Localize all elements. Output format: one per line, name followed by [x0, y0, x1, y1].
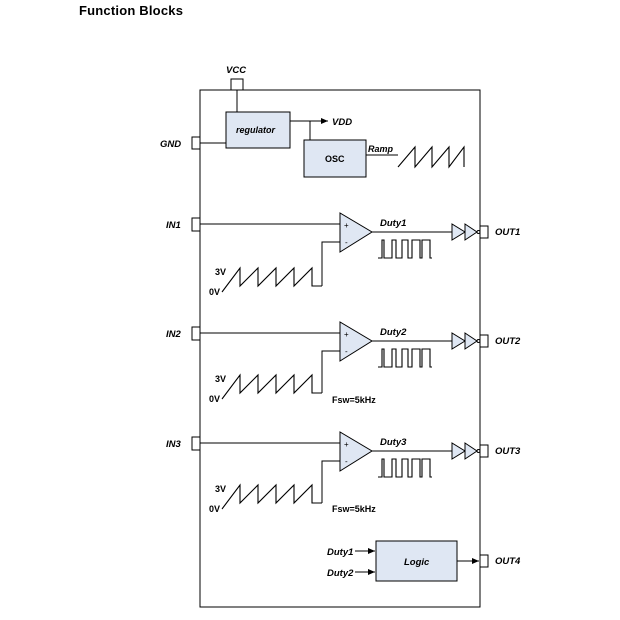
gnd-pin [191, 136, 201, 150]
out2-label: OUT2 [495, 336, 521, 347]
out4-pin [479, 554, 489, 568]
buffer-1a [451, 223, 466, 241]
comparator-2 [339, 321, 373, 362]
pwm-waveform-2 [378, 348, 432, 368]
buffer-2b [464, 332, 478, 350]
out1-pin [479, 225, 489, 239]
vcc-pin [230, 78, 244, 91]
triangle-ramp-1 [221, 266, 322, 293]
vdd-label: VDD [332, 117, 352, 128]
in1-pin [191, 217, 201, 232]
duty2-label: Duty2 [380, 327, 407, 338]
out4-label: OUT4 [495, 556, 521, 567]
logic-block [375, 540, 458, 582]
out1-label: OUT1 [495, 227, 520, 238]
out3-label: OUT3 [495, 446, 521, 457]
gnd-label: GND [160, 139, 181, 150]
buffer-3b [464, 442, 478, 460]
regulator-label: regulator [236, 125, 276, 135]
pwm-waveform-3 [378, 458, 432, 478]
ramp-low-label: 0V [209, 394, 220, 404]
logic-input-duty2-label: Duty2 [327, 568, 354, 579]
buffer-2a [451, 332, 466, 350]
duty1-label: Duty1 [380, 218, 406, 229]
minus-sign: - [345, 347, 348, 356]
ramp-low-label: 0V [209, 504, 220, 514]
minus-sign: - [345, 457, 348, 466]
vcc-label: VCC [226, 65, 246, 76]
channel-3: IN3 + - 3V 0V Fsw=5kHz Duty3 OUT3 [166, 431, 521, 514]
ramp-high-label: 3V [215, 267, 226, 277]
ramp-low-label: 0V [209, 287, 220, 297]
ramp-waveform [397, 145, 465, 169]
regulator-block [225, 111, 291, 149]
ramp-high-label: 3V [215, 484, 226, 494]
in3-label: IN3 [166, 439, 182, 450]
osc-block [303, 139, 367, 178]
triangle-ramp-2 [221, 373, 322, 400]
osc-label: OSC [325, 154, 345, 164]
channel-1: IN1 + - 3V 0V Duty1 OUT1 [166, 212, 520, 297]
fsw-label: Fsw=5kHz [332, 504, 376, 514]
buffer-1b [464, 223, 478, 241]
page-title: Function Blocks [79, 3, 184, 18]
plus-sign: + [344, 440, 349, 449]
in1-label: IN1 [166, 220, 181, 231]
comparator-3 [339, 431, 373, 472]
buffer-3a [451, 442, 466, 460]
comparator-1 [339, 212, 373, 253]
logic-input-duty1-label: Duty1 [327, 547, 353, 558]
ramp-high-label: 3V [215, 374, 226, 384]
in3-pin [191, 436, 201, 451]
plus-sign: + [344, 330, 349, 339]
fsw-label: Fsw=5kHz [332, 395, 376, 405]
duty3-label: Duty3 [380, 437, 407, 448]
channel-2: IN2 + - 3V 0V Fsw=5kHz Duty2 OUT2 [166, 321, 521, 405]
out2-pin [479, 334, 489, 348]
ramp-label: Ramp [368, 144, 394, 154]
in2-label: IN2 [166, 329, 182, 340]
plus-sign: + [344, 221, 349, 230]
pwm-waveform-1 [378, 239, 432, 259]
triangle-ramp-3 [221, 483, 322, 510]
out3-pin [479, 444, 489, 458]
in2-pin [191, 326, 201, 341]
minus-sign: - [345, 238, 348, 247]
logic-label: Logic [404, 557, 430, 568]
